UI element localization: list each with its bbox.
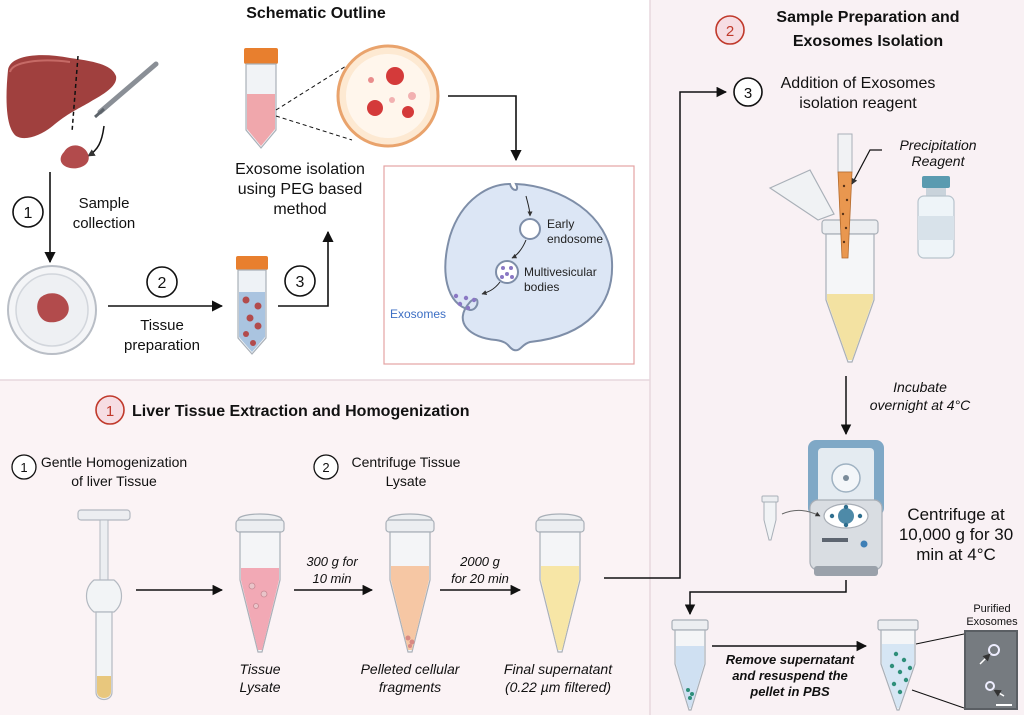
- svg-text:overnight at 4°C: overnight at 4°C: [870, 397, 971, 413]
- svg-text:2: 2: [158, 275, 167, 292]
- sub1-badge: [11, 454, 37, 480]
- svg-text:Lysate: Lysate: [240, 679, 281, 695]
- svg-text:Exosomes: Exosomes: [966, 616, 1018, 628]
- reagent-tube-with-pipette: [768, 133, 879, 363]
- tube2-label: Pelleted cellular: [361, 661, 461, 677]
- svg-text:2: 2: [726, 23, 734, 40]
- svg-text:using PEG based: using PEG based: [238, 181, 363, 198]
- petri-dish-icon: [7, 265, 97, 355]
- svg-text:fragments: fragments: [379, 679, 441, 695]
- svg-text:2: 2: [322, 460, 329, 475]
- homogenization-label: Gentle Homogenization: [41, 454, 187, 470]
- schematic-step2-badge: [146, 266, 178, 298]
- svg-text:1: 1: [106, 403, 114, 420]
- svg-text:Reagent: Reagent: [912, 153, 966, 169]
- precipitation-reagent-label: Precipitation: [899, 137, 976, 153]
- svg-text:3: 3: [744, 85, 752, 102]
- small-tube-icon: [761, 495, 779, 541]
- purified-exosomes-label: Purified: [973, 603, 1010, 615]
- liver-illustration: [6, 55, 159, 169]
- tube-pelleted-fragments: [385, 513, 435, 653]
- svg-text:method: method: [273, 201, 326, 218]
- section1-badge: [95, 395, 125, 425]
- svg-text:(0.22 µm filtered): (0.22 µm filtered): [505, 679, 611, 695]
- exosomes-cell-label: Exosomes: [390, 307, 446, 321]
- svg-text:Lysate: Lysate: [386, 473, 427, 489]
- centrifuge-label: Centrifuge at: [907, 505, 1005, 524]
- schematic-step3-badge: [284, 265, 316, 297]
- svg-text:min at 4°C: min at 4°C: [916, 545, 996, 564]
- svg-text:10 min: 10 min: [312, 571, 351, 586]
- homogenizer-icon: [77, 509, 131, 701]
- svg-text:1: 1: [20, 460, 27, 475]
- remove-supernatant-label: Remove supernatant: [726, 652, 855, 667]
- cell-diagram: [444, 182, 614, 352]
- spin2-label: 2000 g: [459, 554, 501, 569]
- svg-text:3: 3: [296, 274, 305, 291]
- section2-panel: [650, 0, 1024, 715]
- sample-collection-label: Sample: [79, 195, 130, 212]
- reagent-vial-icon: [917, 176, 955, 259]
- section2-badge: [715, 15, 745, 45]
- section2-step3-badge: [733, 77, 763, 107]
- sub2-badge: [313, 454, 339, 480]
- tissue-preparation-label: Tissue: [140, 317, 184, 334]
- svg-text:for 20 min: for 20 min: [451, 571, 509, 586]
- svg-text:isolation reagent: isolation reagent: [799, 95, 917, 112]
- svg-text:pellet in PBS: pellet in PBS: [749, 684, 830, 699]
- svg-text:10,000 g for 30: 10,000 g for 30: [899, 525, 1013, 544]
- falcon-tube-sample-icon: [244, 48, 278, 149]
- tube-resuspended-exosomes: [877, 619, 919, 711]
- schematic-title: Schematic Outline: [246, 5, 386, 22]
- addition-reagent-label: Addition of Exosomes: [781, 75, 936, 92]
- svg-text:collection: collection: [73, 215, 136, 232]
- tube-final-supernatant: [535, 513, 585, 653]
- spin1-label: 300 g for: [306, 554, 358, 569]
- early-endosome-label: Early: [547, 217, 574, 231]
- svg-text:endosome: endosome: [547, 232, 603, 246]
- svg-text:preparation: preparation: [124, 337, 200, 354]
- svg-text:1: 1: [24, 205, 33, 222]
- mvb-label: Multivesicular: [524, 265, 597, 279]
- peg-method-label: Exosome isolation: [235, 161, 365, 178]
- tube-tissue-lysate: [235, 513, 285, 653]
- svg-text:Exosomes Isolation: Exosomes Isolation: [793, 33, 943, 50]
- tube-supernatant-pellet: [671, 619, 709, 711]
- tube3-label: Final supernatant: [504, 661, 613, 677]
- svg-text:bodies: bodies: [524, 280, 559, 294]
- svg-text:of liver Tissue: of liver Tissue: [71, 473, 157, 489]
- incubate-label: Incubate: [893, 379, 947, 395]
- schematic-step1-badge: [12, 196, 44, 228]
- section2-title: Sample Preparation and: [776, 9, 959, 26]
- tem-micrograph-image: [964, 630, 1018, 710]
- section1-title: Liver Tissue Extraction and Homogenizati…: [132, 403, 470, 420]
- exosome-zoom-circle: [336, 44, 440, 148]
- falcon-tube-tissue-icon: [236, 256, 268, 355]
- tube1-label: Tissue: [239, 661, 280, 677]
- centrifuge-icon: [808, 440, 884, 576]
- centrifuge-lysate-label: Centrifuge Tissue: [352, 454, 461, 470]
- svg-text:and resuspend the: and resuspend the: [732, 668, 848, 683]
